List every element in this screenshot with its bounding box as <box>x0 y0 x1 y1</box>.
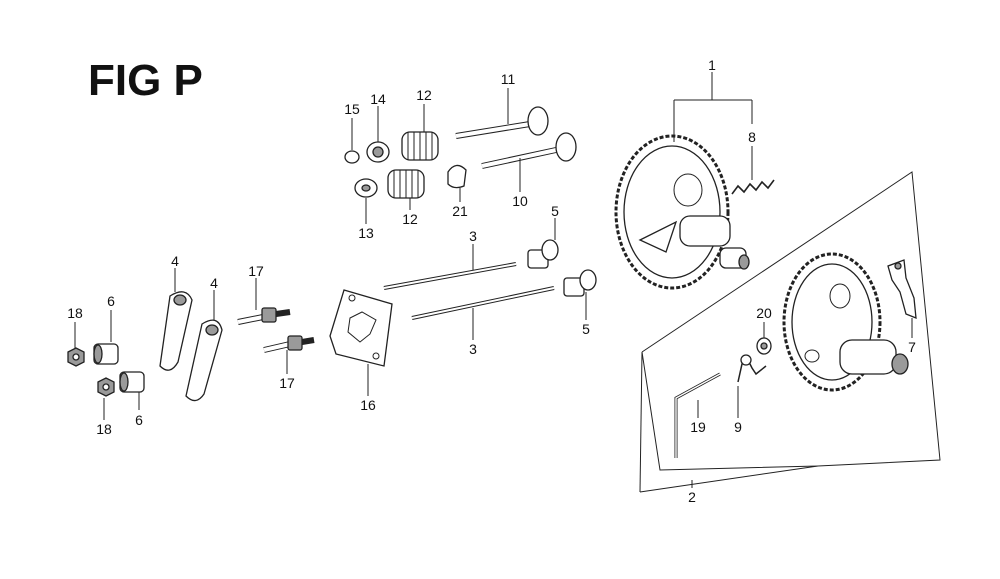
callout-15: 15 <box>344 101 360 117</box>
figure-title: FIG P <box>88 56 203 105</box>
callout-17-upper: 17 <box>248 263 264 279</box>
part-18-lock-nut-lower <box>97 377 115 397</box>
part-17-pivot-bolt-upper <box>237 307 291 325</box>
part-4-rocker-arm-left <box>159 291 193 371</box>
callout-11: 11 <box>501 71 516 87</box>
part-2-camshaft-gear <box>782 252 909 392</box>
callout-2: 2 <box>688 489 696 505</box>
part-17-pivot-bolt-lower <box>263 335 315 353</box>
callout-3-upper: 3 <box>469 228 477 244</box>
callout-13: 13 <box>358 225 374 241</box>
part-6-pivot-upper <box>93 343 119 365</box>
part-11-valve <box>455 106 549 139</box>
callout-9: 9 <box>734 419 742 435</box>
callout-17-lower: 17 <box>279 375 295 391</box>
part-12-valve-spring-upper <box>401 131 439 161</box>
part-1-camshaft-gear <box>614 134 750 290</box>
callout-4-left: 4 <box>171 253 179 269</box>
part-8-spring <box>731 179 775 195</box>
part-14-retainer <box>366 141 390 163</box>
part-3-push-rod-upper <box>383 262 517 290</box>
part-4-rocker-arm-right <box>185 319 223 402</box>
part-5-tappet-lower <box>563 269 597 297</box>
part-18-lock-nut-upper <box>67 347 85 367</box>
callout-19: 19 <box>690 419 706 435</box>
callout-16: 16 <box>360 397 376 413</box>
subassembly-boundary <box>639 171 941 493</box>
callout-18-lower: 18 <box>96 421 112 437</box>
part-19-pin <box>674 372 721 458</box>
callout-5-upper: 5 <box>551 203 559 219</box>
part-7-decompressor <box>887 259 917 320</box>
part-6-pivot-lower <box>119 371 145 393</box>
part-21-stem-seal <box>447 164 467 189</box>
callout-4-right: 4 <box>210 275 218 291</box>
callout-12-upper: 12 <box>416 87 432 103</box>
part-20-collar <box>756 337 772 355</box>
callout-18-upper: 18 <box>67 305 83 321</box>
part-3-push-rod-lower <box>411 286 555 320</box>
callout-12-lower: 12 <box>402 211 418 227</box>
callout-3-lower: 3 <box>469 341 477 357</box>
part-13-washer <box>354 178 378 198</box>
callout-5-lower: 5 <box>582 321 590 337</box>
callout-8: 8 <box>748 129 756 145</box>
part-15-plug <box>344 150 360 164</box>
callout-21: 21 <box>452 203 468 219</box>
part-5-tappet-upper <box>527 239 559 269</box>
part-12-valve-spring-lower <box>387 169 425 199</box>
callout-14: 14 <box>370 91 386 107</box>
callout-6-lower: 6 <box>135 412 143 428</box>
callout-10: 10 <box>512 193 528 209</box>
callout-7: 7 <box>908 339 916 355</box>
callout-20: 20 <box>756 305 772 321</box>
leader-lines <box>74 72 913 488</box>
callouts: 1 2 3 3 4 4 5 5 6 6 7 8 9 10 11 12 12 13… <box>67 57 916 505</box>
part-9-return-spring <box>737 354 767 383</box>
part-10-valve <box>481 132 577 169</box>
callout-6-upper: 6 <box>107 293 115 309</box>
callout-1: 1 <box>708 57 716 73</box>
part-16-guide-plate <box>329 289 393 367</box>
